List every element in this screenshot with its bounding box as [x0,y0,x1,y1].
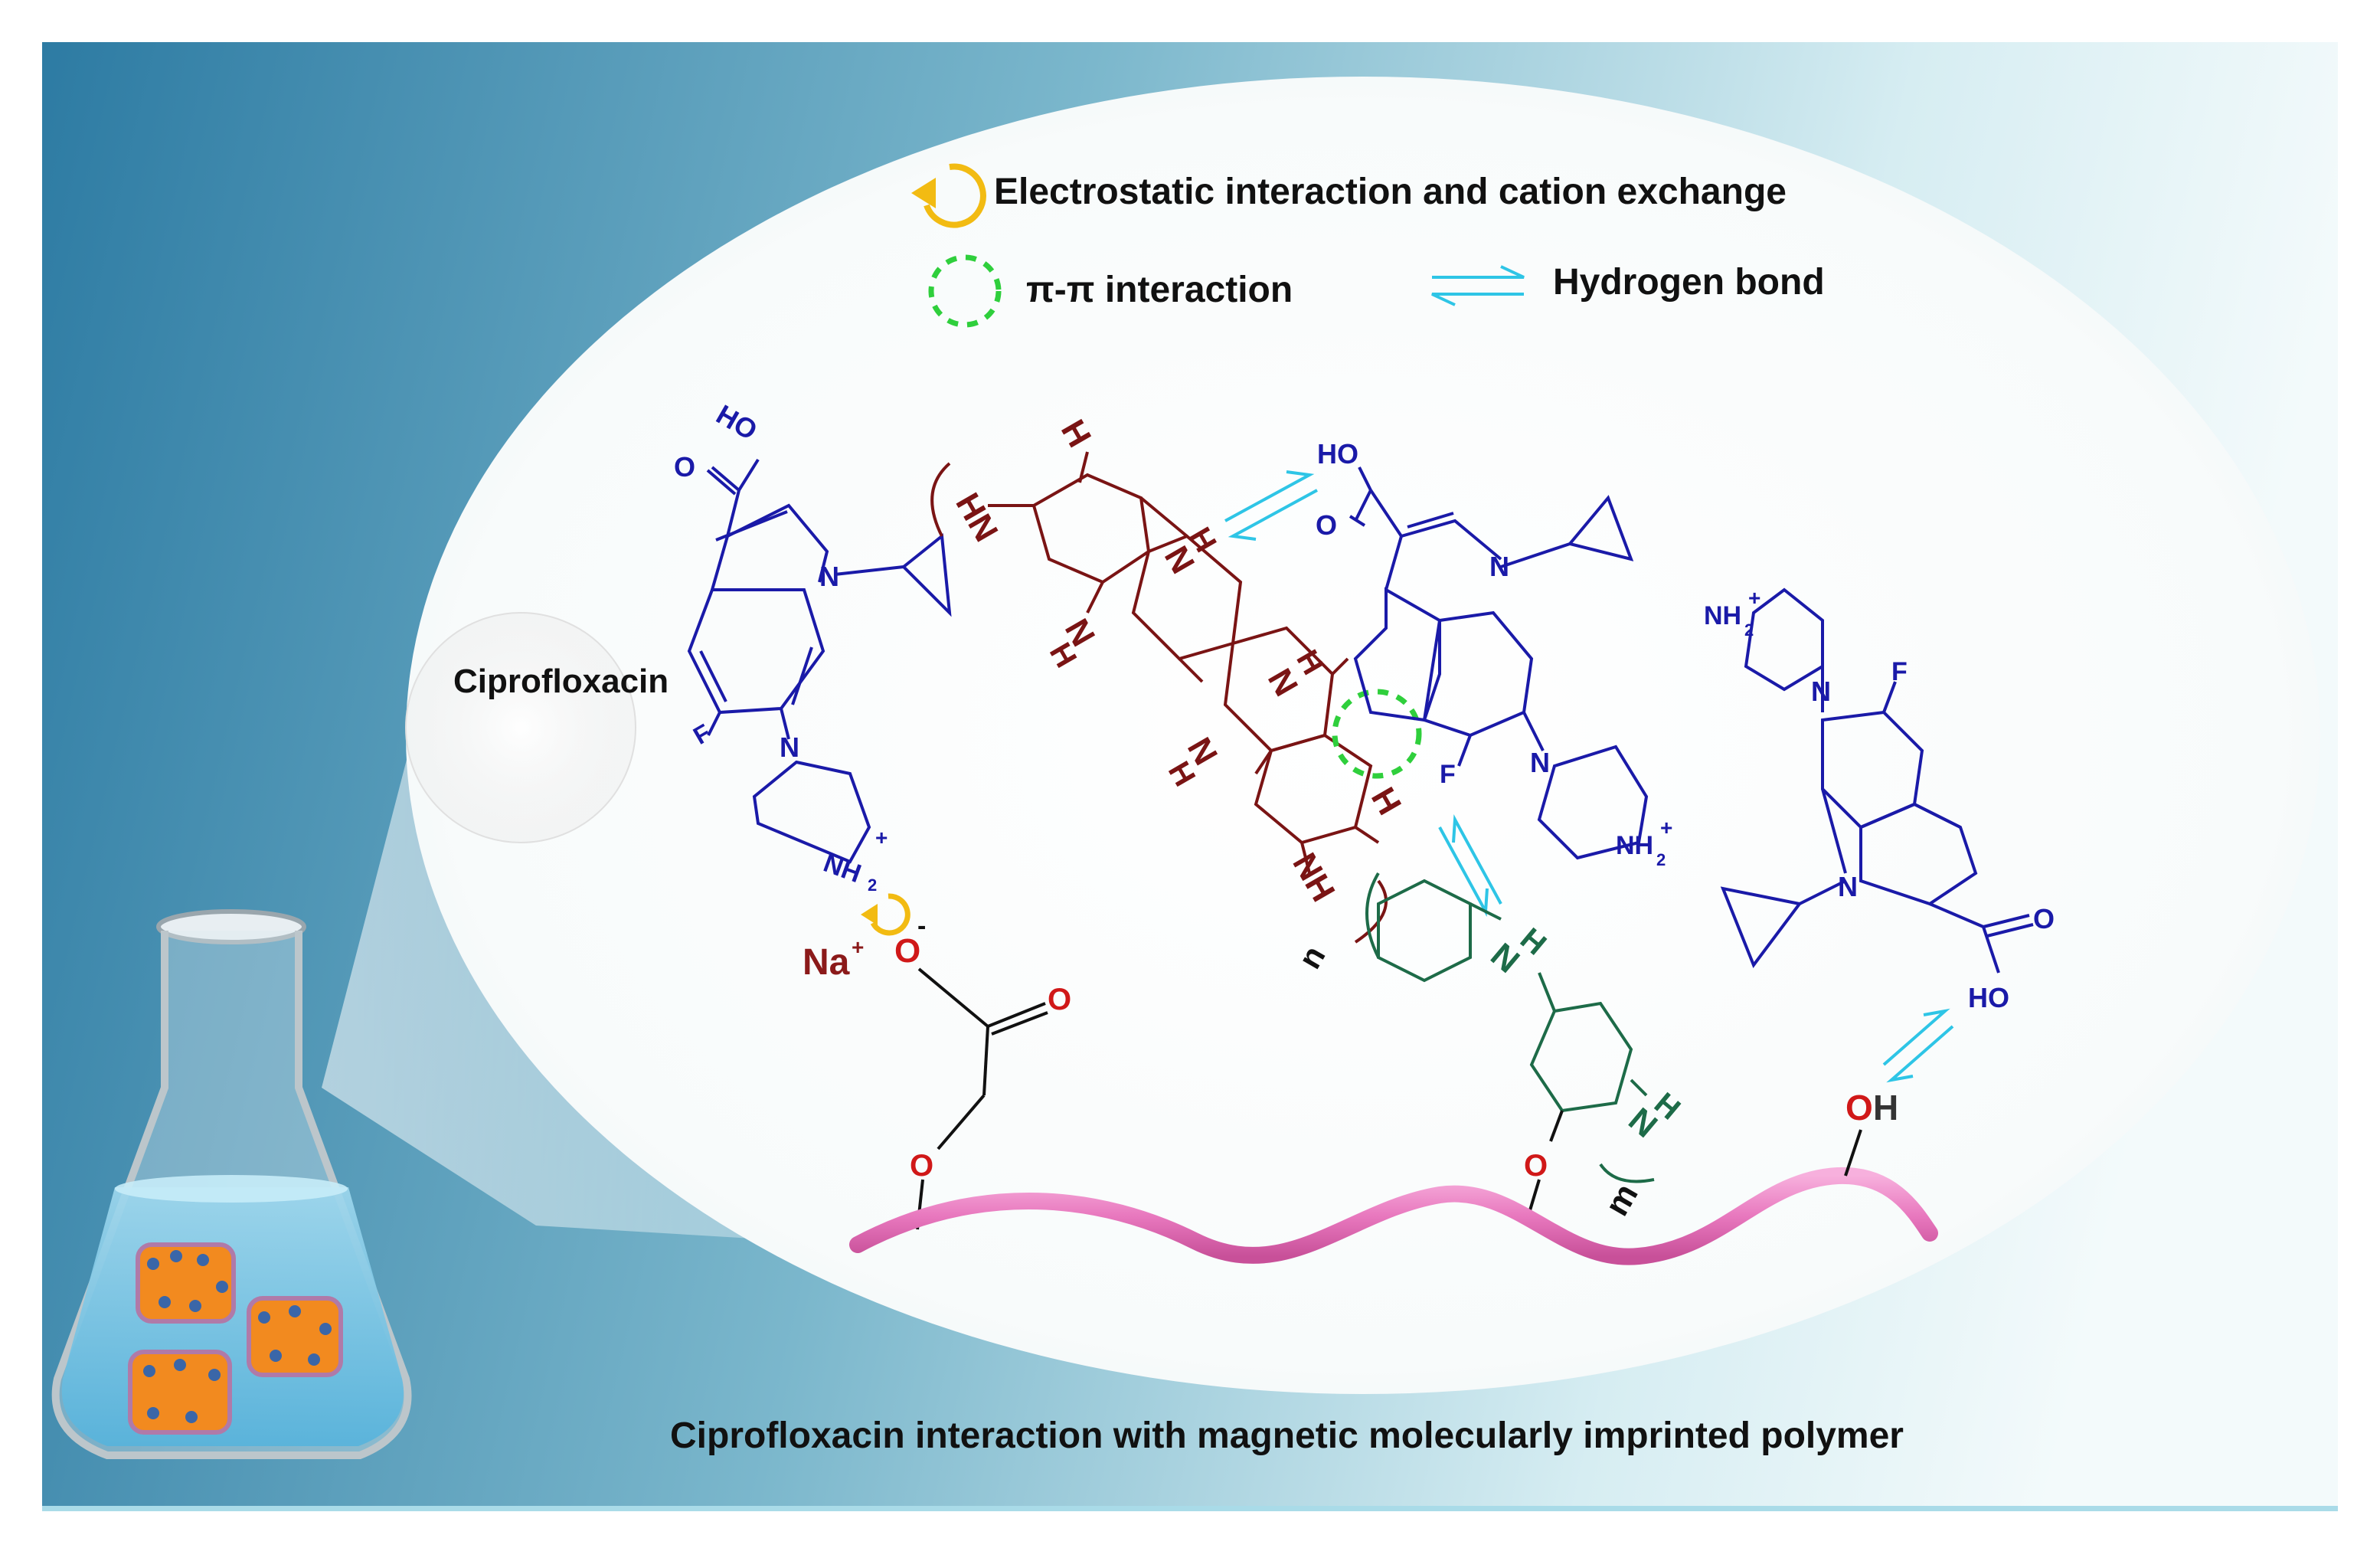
hydrogen-bond-site-1 [1224,470,1318,541]
cipro1-n: N [819,561,839,592]
cipro3-f: F [1891,657,1908,686]
cipro2-n: N [1489,551,1509,582]
hydrogen-bond-icon [1431,265,1525,306]
cipro2-ho: HO [1317,438,1358,470]
ciprofloxacin-molecule-3-labels: NH 2 + N F N O HO [1704,586,2055,1013]
cipro1-plus: + [875,826,888,849]
cipro3-plus: + [1748,586,1760,610]
magnetic-substrate-chain [849,1167,1938,1265]
sodium-label: Na [803,942,850,983]
hydroxyl-group: O H [1844,1088,1898,1177]
polyaniline-chain [930,451,1388,944]
ciprofloxacin-molecule-1-labels: HO O N F N NH 2 + [674,398,888,895]
cipro1-n2: N [780,731,799,763]
mip-particle-3 [128,1350,232,1435]
mip-particle-1 [136,1242,236,1324]
cipro3-n2: N [1838,871,1858,902]
cipro1-o: O [674,451,695,483]
oxygen-minus-label: O [894,932,920,970]
cipro2-f: F [1440,760,1456,789]
cipro2-plus: + [1660,816,1672,839]
carbonyl-oxygen: O [1048,983,1071,1016]
electrostatic-icon [911,163,986,228]
hydroxyl-oxygen: O [1845,1088,1873,1127]
ciprofloxacin-molecule-2-labels: HO O N F N NH 2 + [1316,438,1672,869]
cipro3-o: O [2033,903,2055,934]
oxygen-minus-charge: - [917,911,926,941]
aniline-chain [1365,872,1655,1183]
legend-pi-pi-label: π-π interaction [1026,270,1293,310]
cipro2-n2: N [1530,747,1550,778]
cipro2-o: O [1316,509,1337,541]
cipro3-ho: HO [1968,982,2009,1013]
ciprofloxacin-molecule-3 [1720,587,2034,974]
ciprofloxacin-molecule-1 [687,458,952,864]
cipro2-nh2-sub: 2 [1656,850,1666,869]
ether-oxygen-1: O [910,1149,933,1183]
cipro3-nh2: NH [1704,601,1741,630]
ciprofloxacin-particle [405,612,636,843]
bottom-border [42,1506,2338,1511]
ciprofloxacin-label: Ciprofloxacin [453,663,669,700]
electrostatic-site-icon [861,893,910,936]
cipro3-n: N [1811,676,1831,707]
zoom-oval [406,77,2320,1394]
erlenmeyer-flask [51,909,412,1459]
sodium-charge: + [852,935,864,959]
mip-particle-2 [247,1296,343,1377]
hydrogen-bond-site-3 [1882,1008,1954,1083]
cipro2-nh2: NH [1616,831,1653,860]
caption: Ciprofloxacin interaction with magnetic … [670,1415,1904,1456]
pi-pi-icon [928,254,1002,328]
ciprofloxacin-molecule-2 [1349,466,1649,860]
hydroxyl-hydrogen: H [1873,1088,1898,1127]
cipro1-nh2-sub: 2 [868,875,877,895]
legend-electrostatic-label: Electrostatic interaction and cation exc… [994,172,1787,212]
ether-oxygen-2: O [1524,1149,1548,1183]
legend-hydrogen-bond-label: Hydrogen bond [1553,262,1825,303]
cipro3-nh2-sub: 2 [1744,620,1754,640]
pi-pi-site [1332,689,1422,779]
legend: Electrostatic interaction and cation exc… [911,163,1825,328]
